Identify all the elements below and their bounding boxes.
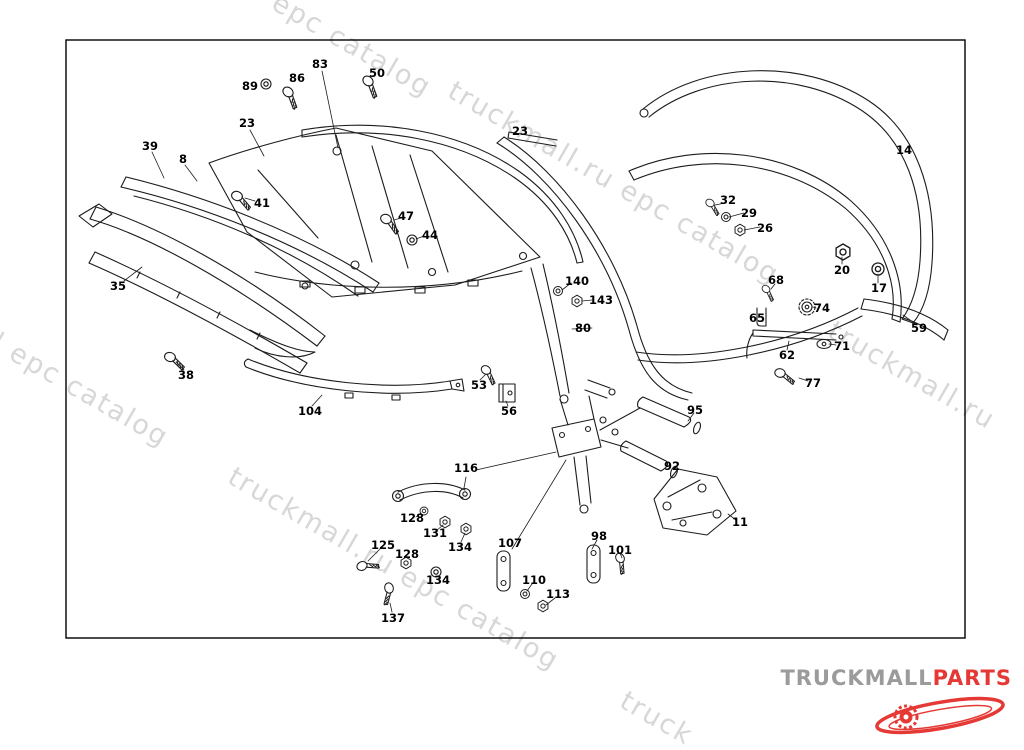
main-frame: [208, 124, 584, 298]
watermark-text: truck: [615, 685, 699, 750]
part-label-50: 50: [369, 66, 385, 80]
diagram-art: [78, 70, 949, 613]
part-label-59: 59: [911, 321, 927, 335]
part-label-65: 65: [749, 311, 765, 325]
part-label-53: 53: [471, 378, 487, 392]
part-label-56: 56: [501, 404, 517, 418]
part-label-128: 128: [400, 511, 424, 525]
part-label-80: 80: [575, 321, 591, 335]
front-rails: [78, 176, 380, 347]
part-label-131: 131: [423, 526, 447, 540]
part-label-98: 98: [591, 529, 607, 543]
part-label-68: 68: [768, 273, 784, 287]
part-label-110: 110: [522, 573, 546, 587]
part-label-134: 134: [448, 540, 472, 554]
part-label-86: 86: [289, 71, 305, 85]
part-label-134: 134: [426, 573, 450, 587]
part-label-92: 92: [664, 459, 680, 473]
diagram-border: [65, 39, 966, 639]
part-label-83: 83: [312, 57, 328, 71]
part-label-89: 89: [242, 79, 258, 93]
part-label-113: 113: [546, 587, 570, 601]
front-bow: [88, 251, 316, 374]
rear-bow-outer: [639, 70, 934, 324]
part-label-14: 14: [896, 143, 912, 157]
part-label-128: 128: [395, 547, 419, 561]
part-label-95: 95: [687, 403, 703, 417]
part-label-32: 32: [720, 193, 736, 207]
part-label-71: 71: [834, 339, 850, 353]
tension-rod-104: [243, 358, 465, 401]
logo-text: TRUCKMALLPARTS: [780, 666, 1012, 690]
part-label-11: 11: [732, 515, 748, 529]
logo: TRUCKMALLPARTS: [780, 666, 1012, 746]
part-label-38: 38: [178, 368, 194, 382]
center-mount-assembly: [498, 379, 641, 514]
mount-bracket-11: [653, 468, 737, 536]
logo-suffix: PARTS: [932, 666, 1012, 690]
logo-swoosh-icon: [875, 696, 1005, 735]
bow-59: [860, 298, 949, 341]
part-label-26: 26: [757, 221, 773, 235]
straps: [496, 544, 601, 592]
part-label-44: 44: [422, 228, 438, 242]
link-lever-116: [391, 482, 472, 503]
side-tension-bow: [496, 131, 693, 404]
part-label-116: 116: [454, 461, 478, 475]
part-label-8: 8: [179, 152, 187, 166]
part-label-104: 104: [298, 404, 322, 418]
part-label-62: 62: [779, 348, 795, 362]
part-label-23: 23: [512, 124, 528, 138]
hydraulic-cylinders: [620, 396, 702, 479]
part-label-107: 107: [498, 536, 522, 550]
rear-bow-inner: [628, 152, 902, 364]
watermark-text: l epc catalog: [0, 327, 174, 453]
part-label-23: 23: [239, 116, 255, 130]
part-label-143: 143: [589, 293, 613, 307]
part-label-29: 29: [741, 206, 757, 220]
part-label-101: 101: [608, 543, 632, 557]
part-label-20: 20: [834, 263, 850, 277]
part-label-74: 74: [814, 301, 830, 315]
leader-lines: [123, 70, 918, 613]
part-label-77: 77: [805, 376, 821, 390]
watermark-text: epc catalog: [267, 0, 437, 103]
part-label-35: 35: [110, 279, 126, 293]
logo-brand: TRUCKMALL: [780, 666, 933, 690]
part-label-41: 41: [254, 196, 270, 210]
part-label-39: 39: [142, 139, 158, 153]
part-label-17: 17: [871, 281, 887, 295]
part-label-137: 137: [381, 611, 405, 625]
part-label-140: 140: [565, 274, 589, 288]
rod-62-group: [746, 298, 844, 359]
part-label-125: 125: [371, 538, 395, 552]
watermark-text: truckmall.ru epc catalog: [443, 75, 785, 291]
part-label-47: 47: [398, 209, 414, 223]
